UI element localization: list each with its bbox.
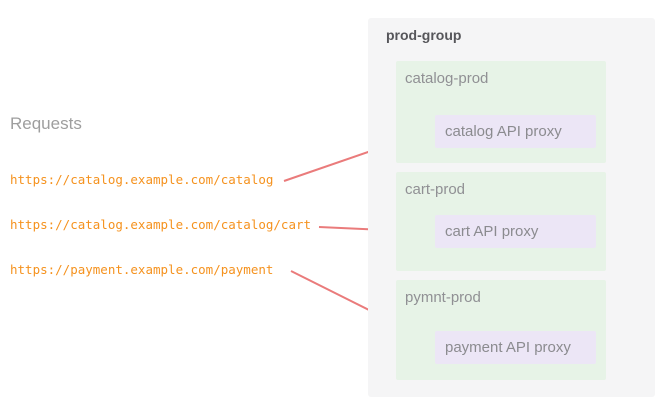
- proxy-cart-api: cart API proxy: [435, 215, 596, 248]
- request-url-catalog-cart: https://catalog.example.com/catalog/cart: [10, 217, 312, 232]
- proxy-catalog-api: catalog API proxy: [435, 115, 596, 148]
- proxy-label: cart API proxy: [445, 223, 539, 240]
- environment-group-prod-group: prod-group catalog-prod catalog API prox…: [368, 18, 655, 397]
- proxy-label: payment API proxy: [445, 339, 571, 356]
- environment-cart-prod: cart-prod cart API proxy: [396, 172, 606, 271]
- request-url-catalog: https://catalog.example.com/catalog: [10, 172, 274, 187]
- environment-label: pymnt-prod: [405, 289, 481, 306]
- environment-label: catalog-prod: [405, 70, 489, 87]
- proxy-label: catalog API proxy: [445, 123, 562, 140]
- request-url-payment: https://payment.example.com/payment: [10, 262, 274, 277]
- environment-catalog-prod: catalog-prod catalog API proxy: [396, 61, 606, 163]
- proxy-payment-api: payment API proxy: [435, 331, 596, 364]
- environment-pymnt-prod: pymnt-prod payment API proxy: [396, 280, 606, 380]
- requests-heading: Requests: [10, 114, 82, 133]
- environment-label: cart-prod: [405, 181, 466, 198]
- environment-group-label: prod-group: [386, 27, 462, 43]
